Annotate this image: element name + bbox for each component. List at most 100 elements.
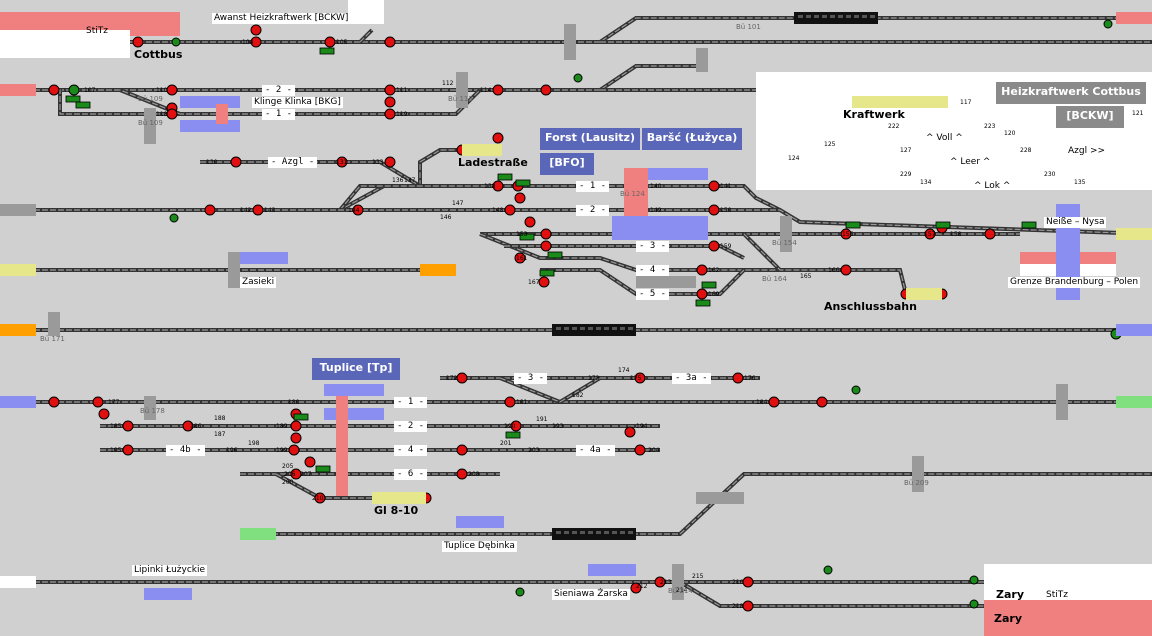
signal-lamp[interactable]	[204, 204, 216, 216]
station-building-forst-top-window	[846, 15, 851, 18]
signal-lamp[interactable]	[630, 582, 642, 594]
track-label-1-top[interactable]: - 1 -	[262, 109, 296, 120]
signal-lamp[interactable]	[816, 396, 828, 408]
track-label-f1[interactable]: - 1 -	[576, 181, 610, 192]
signal-number: 204	[648, 447, 660, 454]
signal-lamp[interactable]	[384, 96, 396, 108]
signal-lamp[interactable]	[324, 36, 336, 48]
signal-lamp[interactable]	[540, 240, 552, 252]
signal-lamp[interactable]	[514, 252, 526, 264]
track-label-f4[interactable]: - 4 -	[636, 265, 670, 276]
zone-debinka-green	[240, 528, 276, 540]
signal-lamp[interactable]	[696, 264, 708, 276]
signal-lamp[interactable]	[250, 24, 262, 36]
signal-lamp[interactable]	[840, 228, 852, 240]
track-segment[interactable]	[10, 64, 696, 92]
signal-lamp[interactable]	[92, 396, 104, 408]
signal-lamp[interactable]	[708, 240, 720, 252]
signal-lamp[interactable]	[48, 396, 60, 408]
signal-lamp[interactable]	[122, 420, 134, 432]
track-label-4b[interactable]: - 4b -	[166, 445, 205, 456]
signal-lamp[interactable]	[288, 444, 300, 456]
signal-lamp[interactable]	[492, 180, 504, 192]
signal-lamp[interactable]	[384, 84, 396, 96]
track-label-6[interactable]: - 6 -	[394, 469, 428, 480]
signal-lamp[interactable]	[384, 36, 396, 48]
signal-lamp[interactable]	[540, 84, 552, 96]
signal-lamp[interactable]	[314, 492, 326, 504]
signal-lamp[interactable]	[840, 264, 852, 276]
signal-lamp[interactable]	[742, 576, 754, 588]
track-label-azgl[interactable]: - Azgl -	[268, 157, 318, 168]
track-label-f3[interactable]: - 3 -	[636, 241, 670, 252]
track-label-3a[interactable]: - 3a -	[672, 373, 711, 384]
signal-lamp[interactable]	[166, 84, 178, 96]
track-segment[interactable]	[558, 376, 602, 404]
signal-lamp[interactable]	[352, 204, 364, 216]
signal-lamp[interactable]	[166, 108, 178, 120]
track-label-4a[interactable]: - 4a -	[576, 445, 615, 456]
station-building-forst-top-window	[814, 15, 819, 18]
track-label-f5[interactable]: - 5 -	[636, 289, 670, 300]
track-segment[interactable]	[678, 580, 1010, 608]
track-segment[interactable]	[10, 16, 1152, 44]
track-label-f2[interactable]: - 2 -	[576, 205, 610, 216]
signal-lamp[interactable]	[456, 444, 468, 456]
track-label-1[interactable]: - 1 -	[394, 397, 428, 408]
dwarf-signal-icon	[547, 251, 563, 259]
signal-lamp[interactable]	[384, 108, 396, 120]
track-segment[interactable]	[10, 148, 500, 212]
signal-lamp[interactable]	[732, 372, 744, 384]
zone-right-yellow	[1116, 228, 1152, 240]
signal-lamp[interactable]	[538, 276, 550, 288]
signal-lamp[interactable]	[708, 180, 720, 192]
signal-lamp[interactable]	[492, 84, 504, 96]
signal-lamp[interactable]	[696, 288, 708, 300]
semaphore-icon	[515, 587, 525, 597]
track-label-3[interactable]: - 3 -	[514, 373, 548, 384]
signal-lamp[interactable]	[98, 408, 110, 420]
track-label-2-top[interactable]: - 2 -	[262, 85, 296, 96]
signal-lamp[interactable]	[504, 204, 516, 216]
signal-lamp[interactable]	[290, 468, 302, 480]
signal-lamp[interactable]	[924, 228, 936, 240]
signal-lamp[interactable]	[122, 444, 134, 456]
signal-lamp[interactable]	[514, 192, 526, 204]
signal-lamp[interactable]	[510, 420, 522, 432]
station-building-forst-top-window	[838, 15, 843, 18]
signal-lamp[interactable]	[250, 36, 262, 48]
signal-lamp[interactable]	[984, 228, 996, 240]
signal-lamp[interactable]	[768, 396, 780, 408]
signal-lamp[interactable]	[634, 372, 646, 384]
signal-lamp[interactable]	[504, 396, 516, 408]
signal-lamp[interactable]	[230, 156, 242, 168]
signal-number: 212	[636, 583, 648, 590]
signal-lamp[interactable]	[252, 204, 264, 216]
signal-lamp[interactable]	[68, 84, 80, 96]
signal-lamp[interactable]	[290, 420, 302, 432]
dwarf-signal-icon	[845, 221, 861, 229]
signal-number: 222	[888, 123, 900, 130]
signal-lamp[interactable]	[384, 156, 396, 168]
signal-lamp[interactable]	[456, 372, 468, 384]
signal-lamp[interactable]	[48, 84, 60, 96]
signal-number: 173	[588, 375, 600, 382]
signal-lamp[interactable]	[742, 600, 754, 612]
signal-lamp[interactable]	[654, 576, 666, 588]
track-label-4[interactable]: - 4 -	[394, 445, 428, 456]
crossing-marker	[564, 24, 576, 60]
track-label-2[interactable]: - 2 -	[394, 421, 428, 432]
signal-lamp[interactable]	[492, 132, 504, 144]
signal-lamp[interactable]	[336, 156, 348, 168]
zone-zasieki-orange	[420, 264, 456, 276]
signal-lamp[interactable]	[708, 204, 720, 216]
signal-lamp[interactable]	[182, 420, 194, 432]
signal-lamp[interactable]	[540, 228, 552, 240]
signal-lamp[interactable]	[132, 36, 144, 48]
signal-lamp[interactable]	[304, 456, 316, 468]
signal-lamp[interactable]	[456, 468, 468, 480]
signal-lamp[interactable]	[524, 216, 536, 228]
signal-lamp[interactable]	[634, 444, 646, 456]
signal-lamp[interactable]	[624, 426, 636, 438]
signal-lamp[interactable]	[290, 432, 302, 444]
